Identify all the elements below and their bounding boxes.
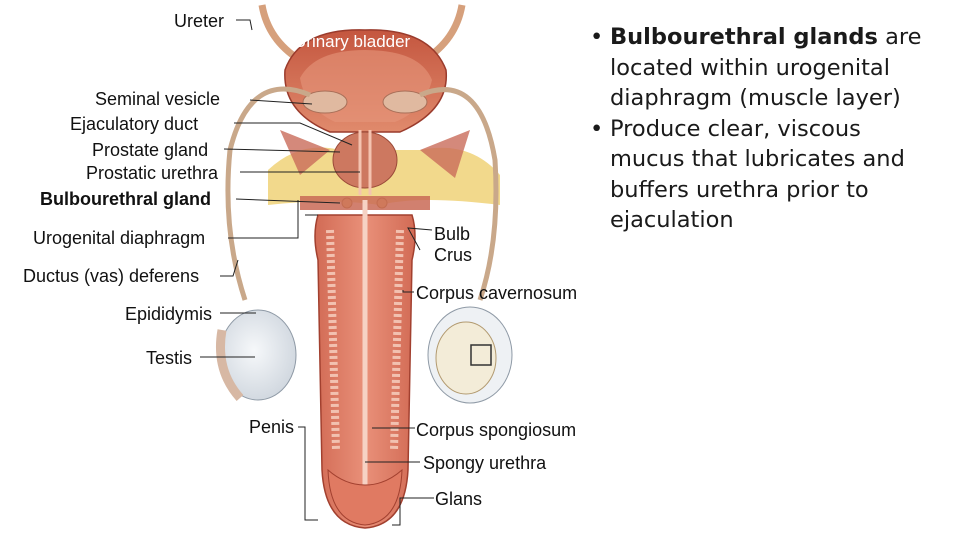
testis-detail-box (470, 344, 492, 366)
leader-lines (200, 19, 434, 526)
glans (327, 468, 403, 526)
prostate (332, 131, 398, 189)
bullet-text: Produce clear, viscous mucus that lubric… (610, 115, 905, 234)
bullet-item: • Bulbourethral glands are located withi… (590, 22, 930, 114)
label-urinary-bladder: Urinary bladder (294, 32, 411, 51)
right-seminal-vesicle (382, 90, 428, 114)
bullet-bold-text: Bulbourethral glands (610, 24, 878, 50)
right-ductus-deferens (419, 87, 499, 301)
label-penis: Penis (249, 417, 295, 437)
label-spongy-urethra: Spongy urethra (423, 453, 547, 473)
bullet-glyph: • (590, 115, 604, 142)
prostatic-urethra (358, 130, 372, 195)
label-ejaculatory-duct: Ejaculatory duct (70, 114, 199, 134)
label-bulb: Bulb (434, 224, 471, 244)
pelvic-muscle (280, 130, 470, 178)
label-prostatic-urethra: Prostatic urethra (86, 163, 219, 183)
bullet-list: • Bulbourethral glands are located withi… (590, 22, 930, 236)
right-testis-lobules (435, 321, 497, 395)
bullet-item: • Produce clear, viscous mucus that lubr… (590, 114, 930, 236)
label-ureter: Ureter (174, 11, 225, 31)
left-ductus-deferens (225, 86, 311, 301)
left-epididymis (215, 329, 244, 401)
left-seminal-vesicle (302, 90, 348, 114)
label-prostate-gland: Prostate gland (92, 140, 209, 160)
label-seminal-vesicle: Seminal vesicle (95, 89, 221, 109)
bullet-glyph: • (590, 24, 604, 50)
label-corpus-cavernosum: Corpus cavernosum (416, 283, 578, 303)
label-crus: Crus (434, 245, 473, 265)
label-epididymis: Epididymis (125, 304, 213, 324)
label-glans: Glans (435, 489, 483, 509)
bullet-text: are located within urogenital diaphragm … (610, 24, 922, 111)
label-bulbourethral-gland: Bulbourethral gland (40, 189, 211, 209)
label-ductus-deferens: Ductus (vas) deferens (23, 266, 200, 286)
corpus-cavernosum-left (326, 229, 340, 451)
label-corpus-spongiosum: Corpus spongiosum (416, 420, 577, 440)
label-urogenital-diaphragm: Urogenital diaphragm (33, 228, 206, 248)
corpus-cavernosum-right (390, 229, 404, 451)
label-testis: Testis (146, 348, 193, 368)
